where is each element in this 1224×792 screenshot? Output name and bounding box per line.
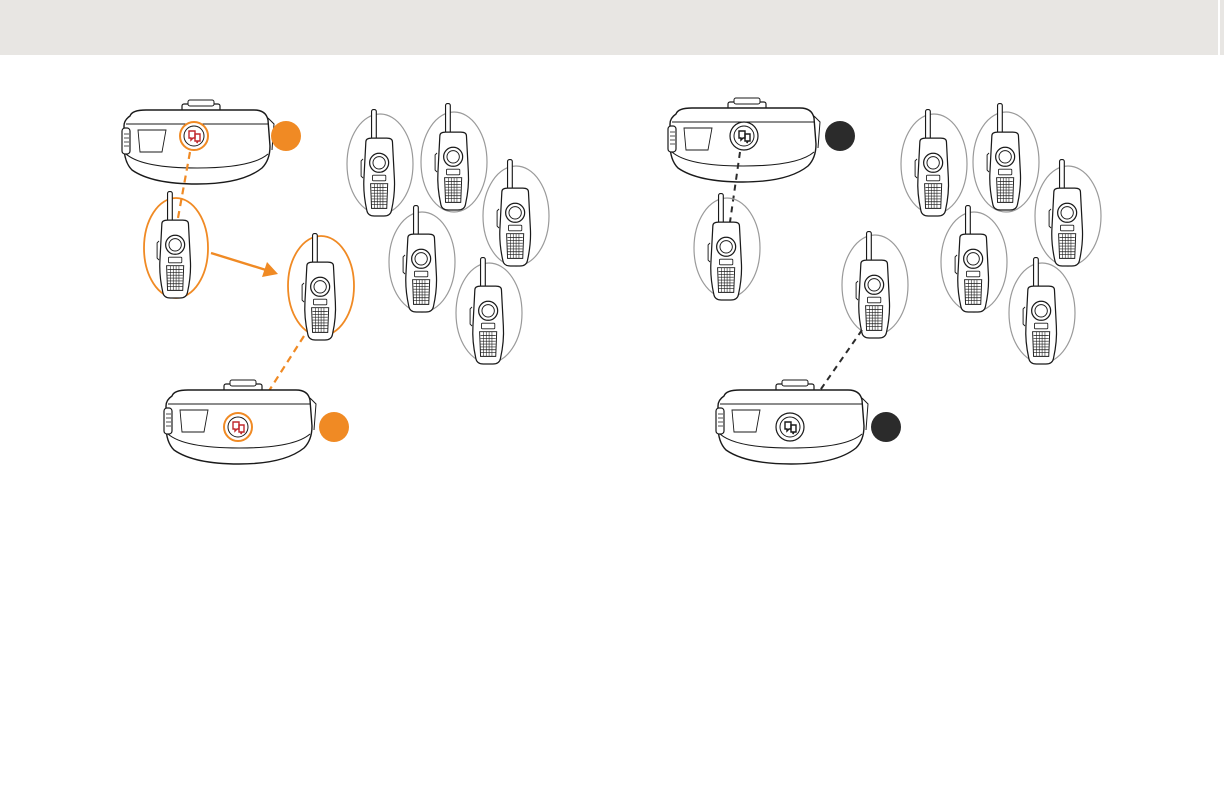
walkie-talkie-icon: [694, 194, 760, 300]
walkie-talkie-icon: [901, 110, 967, 216]
step-circle-icon: [319, 412, 349, 442]
pair-button-icon: [776, 413, 804, 441]
walkie-talkie-icon: [1009, 258, 1075, 364]
walkie-talkie-icon: [421, 104, 487, 212]
step-circle-icon: [271, 121, 301, 151]
walkie-talkie-icon: [288, 234, 354, 340]
left-panel: [122, 100, 549, 464]
walkie-talkie-icon: [456, 258, 522, 364]
step-circle-icon: [871, 412, 901, 442]
walkie-talkie-icon: [389, 206, 455, 312]
step-circle-icon: [825, 121, 855, 151]
walkie-talkie-icon: [1035, 160, 1101, 266]
walkie-talkie-icon: [842, 232, 908, 338]
arrow-right-icon: [211, 253, 278, 277]
walkie-talkie-icon: [347, 110, 413, 216]
walkie-talkie-icon: [483, 160, 549, 266]
right-panel: [668, 98, 1101, 464]
walkie-talkie-icon: [973, 104, 1039, 212]
pair-button-icon: [224, 413, 252, 441]
pair-button-icon: [180, 122, 208, 150]
pair-button-icon: [730, 122, 758, 150]
walkie-talkie-icon: [941, 206, 1007, 312]
walkie-talkie-icon: [144, 192, 208, 298]
